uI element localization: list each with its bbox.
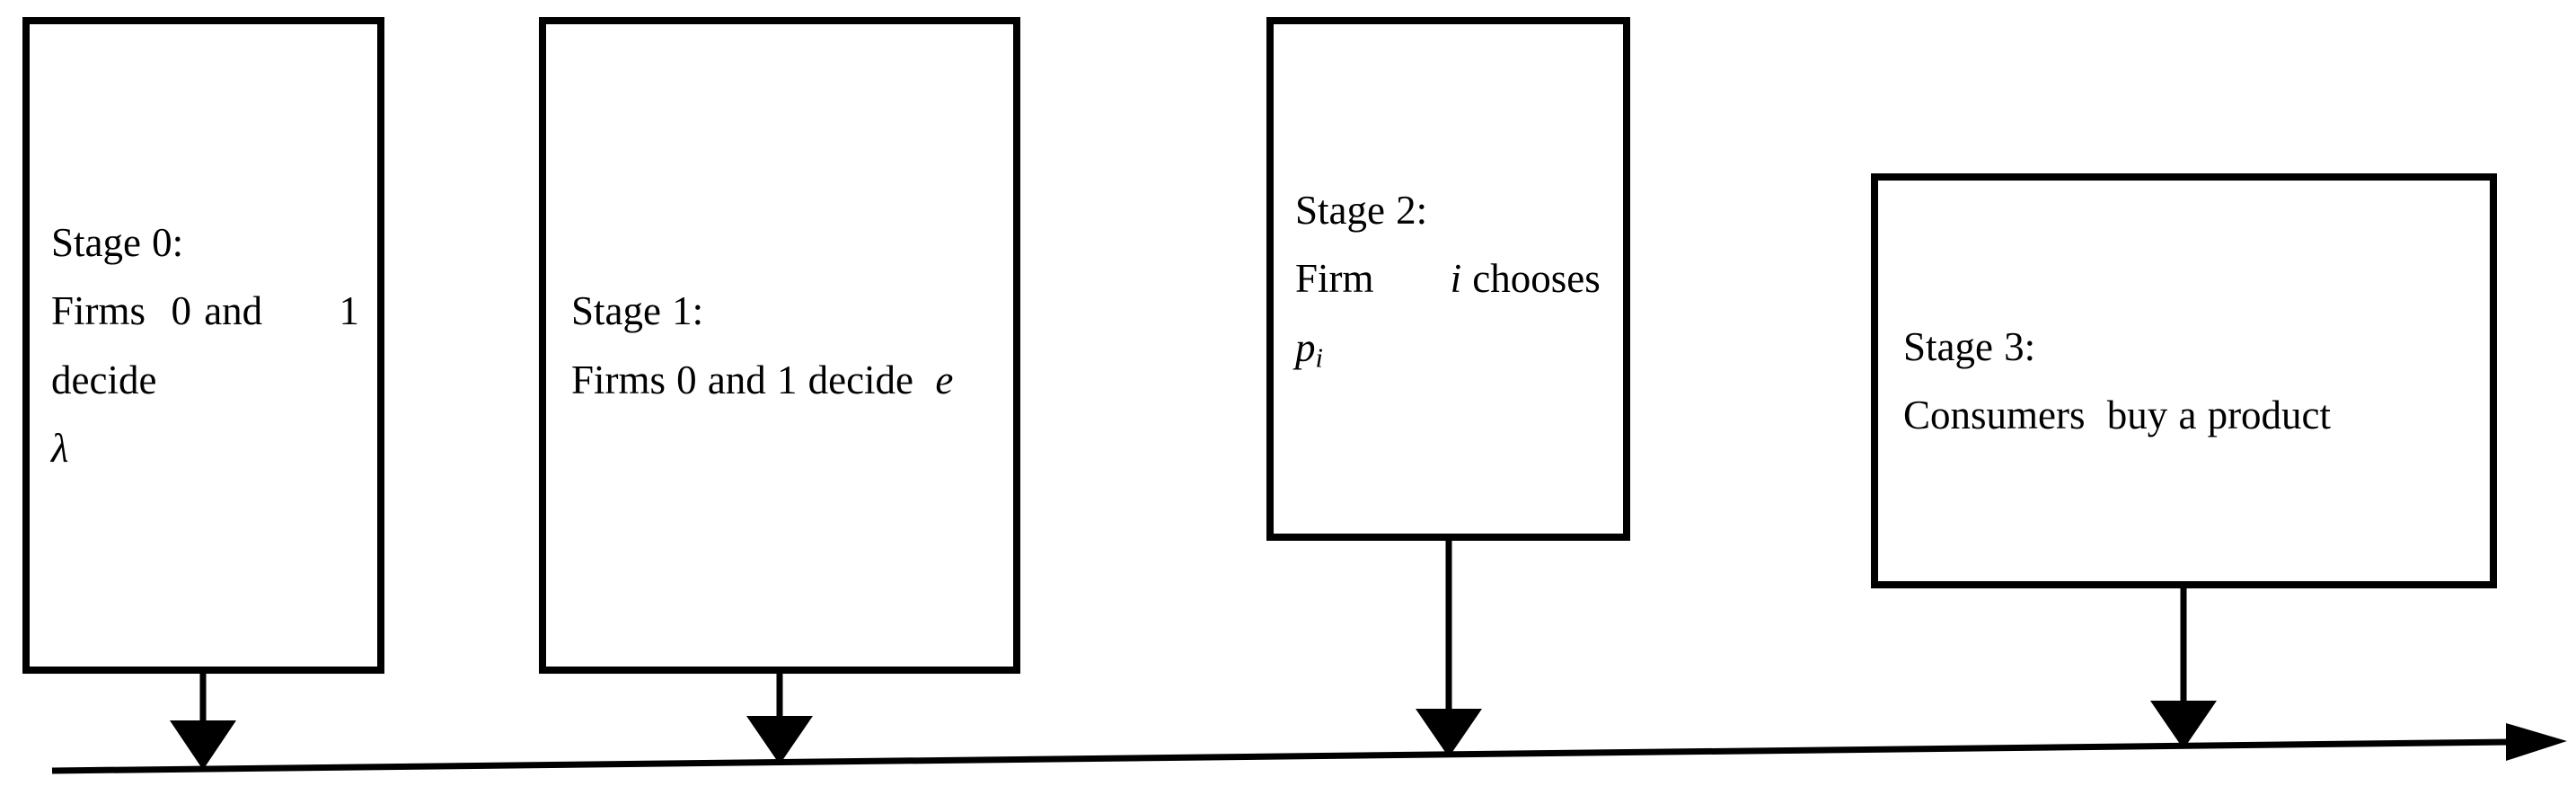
stage-3-heading: Stage 3: bbox=[1903, 323, 2036, 369]
stage-box-1[interactable]: Stage 1: Firms 0 and 1 decide e bbox=[539, 17, 1020, 674]
stage-0-connector bbox=[170, 674, 236, 770]
stage-2-heading: Stage 2: bbox=[1295, 187, 1428, 233]
stage-3-connector bbox=[2150, 588, 2217, 749]
stage-box-2[interactable]: Stage 2: Firm i chooses pi bbox=[1266, 17, 1630, 541]
stage-box-0[interactable]: Stage 0: Firms 0 and 1 decide λ bbox=[22, 17, 384, 674]
stage-2-connector bbox=[1416, 541, 1482, 757]
stage-0-heading: Stage 0: bbox=[51, 219, 184, 265]
stage-0-text: Stage 0: Firms 0 and 1 decide λ bbox=[51, 219, 359, 472]
stage-3-text: Stage 3: Consumers buy a product bbox=[1903, 323, 2332, 438]
stage-box-3[interactable]: Stage 3: Consumers buy a product bbox=[1871, 173, 2497, 588]
stage-1-text: Stage 1: Firms 0 and 1 decide e bbox=[571, 288, 954, 402]
stage-2-variable: pi bbox=[1295, 324, 1323, 374]
stage-0-variable: λ bbox=[51, 426, 69, 471]
stage-1-variable: e bbox=[935, 357, 954, 402]
stage-1-heading: Stage 1: bbox=[571, 288, 704, 333]
time-axis bbox=[51, 723, 2567, 774]
stage-1-connector bbox=[746, 674, 813, 764]
stage-2-text: Stage 2: Firm i chooses pi bbox=[1295, 187, 1601, 374]
